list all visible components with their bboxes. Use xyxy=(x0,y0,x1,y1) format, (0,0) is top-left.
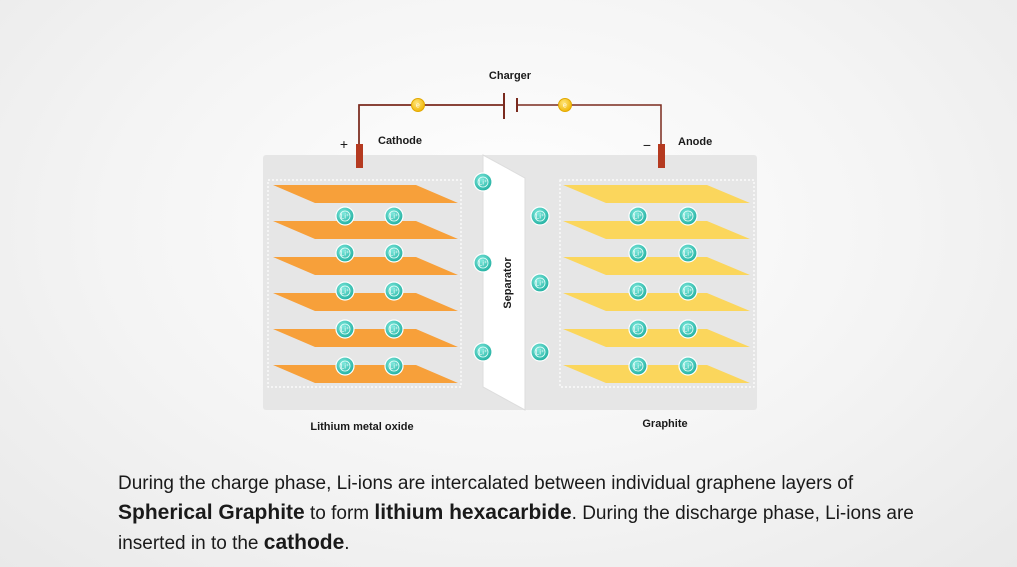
anode-electrode xyxy=(658,144,665,168)
li-ion: Li⁺ xyxy=(628,356,648,376)
svg-text:Li⁺: Li⁺ xyxy=(683,289,692,296)
cathode-layer xyxy=(273,329,458,347)
li-ion: Li⁺ xyxy=(384,206,404,226)
li-ion: Li⁺ xyxy=(384,319,404,339)
li-ion: Li⁺ xyxy=(335,281,355,301)
li-ion: Li⁺ xyxy=(335,206,355,226)
caption-text-3: . During the discharge phase, Li-ions ar… xyxy=(118,503,914,554)
svg-text:Li⁺: Li⁺ xyxy=(683,364,692,371)
li-ion: Li⁺ xyxy=(335,356,355,376)
anode-material-label: Graphite xyxy=(642,418,687,430)
anode-layer xyxy=(563,257,750,275)
plus-sign: + xyxy=(340,136,348,152)
li-ion: Li⁺ xyxy=(473,342,493,362)
li-ion: Li⁺ xyxy=(678,206,698,226)
svg-text:Li⁺: Li⁺ xyxy=(535,281,544,288)
cathode-layer xyxy=(273,257,458,275)
svg-text:Li⁺: Li⁺ xyxy=(633,364,642,371)
svg-text:Li⁺: Li⁺ xyxy=(389,364,398,371)
svg-text:Li⁺: Li⁺ xyxy=(683,327,692,334)
separator-label: Separator xyxy=(502,257,514,309)
li-ion: Li⁺ xyxy=(628,206,648,226)
cathode-layer xyxy=(273,365,458,383)
charger-wire-right xyxy=(517,104,662,144)
li-ion: Li⁺ xyxy=(678,243,698,263)
cathode-layer xyxy=(273,293,458,311)
anode-layer xyxy=(563,185,750,203)
svg-text:Li⁺: Li⁺ xyxy=(340,364,349,371)
svg-text:Li⁺: Li⁺ xyxy=(633,251,642,258)
svg-text:Li⁺: Li⁺ xyxy=(683,251,692,258)
svg-text:Li⁺: Li⁺ xyxy=(683,214,692,221)
anode-layer xyxy=(563,365,750,383)
svg-text:Li⁺: Li⁺ xyxy=(478,180,487,187)
svg-text:Li⁺: Li⁺ xyxy=(340,289,349,296)
li-ion: Li⁺ xyxy=(384,356,404,376)
svg-text:Li⁺: Li⁺ xyxy=(633,289,642,296)
svg-text:Li⁺: Li⁺ xyxy=(340,214,349,221)
cathode-layer xyxy=(273,185,458,203)
svg-text:e: e xyxy=(563,103,567,110)
svg-text:Li⁺: Li⁺ xyxy=(633,214,642,221)
svg-text:e: e xyxy=(416,103,420,110)
svg-text:Li⁺: Li⁺ xyxy=(389,214,398,221)
svg-text:Li⁺: Li⁺ xyxy=(340,251,349,258)
svg-text:Li⁺: Li⁺ xyxy=(535,214,544,221)
anode-label: Anode xyxy=(678,136,712,148)
li-ion: Li⁺ xyxy=(530,273,550,293)
svg-text:Li⁺: Li⁺ xyxy=(478,350,487,357)
li-ion: Li⁺ xyxy=(384,243,404,263)
li-ion: Li⁺ xyxy=(628,319,648,339)
caption-text-4: . xyxy=(344,533,350,554)
caption: During the charge phase, Li-ions are int… xyxy=(118,469,918,558)
anode-frame xyxy=(559,179,755,388)
li-ion: Li⁺ xyxy=(473,172,493,192)
li-ion: Li⁺ xyxy=(384,281,404,301)
li-ion: Li⁺ xyxy=(678,319,698,339)
caption-bold-cathode: cathode xyxy=(263,531,345,554)
li-ion: Li⁺ xyxy=(473,253,493,273)
electron-left: e xyxy=(411,98,425,112)
svg-text:Li⁺: Li⁺ xyxy=(389,289,398,296)
li-ion: Li⁺ xyxy=(335,319,355,339)
svg-text:Li⁺: Li⁺ xyxy=(340,327,349,334)
charger-label: Charger xyxy=(489,70,532,82)
anode-layers xyxy=(563,185,750,383)
separator xyxy=(482,154,526,411)
anode-layer xyxy=(563,329,750,347)
caption-text-2: to form xyxy=(304,503,375,524)
svg-text:Li⁺: Li⁺ xyxy=(633,327,642,334)
cathode-electrode xyxy=(356,144,363,168)
cathode-layers xyxy=(273,185,458,383)
caption-bold-spherical-graphite: Spherical Graphite xyxy=(118,501,305,524)
li-ion: Li⁺ xyxy=(530,206,550,226)
li-ion: Li⁺ xyxy=(678,281,698,301)
svg-text:Li⁺: Li⁺ xyxy=(535,350,544,357)
li-ion: Li⁺ xyxy=(678,356,698,376)
svg-text:Li⁺: Li⁺ xyxy=(478,261,487,268)
cathode-frame xyxy=(267,179,462,388)
anode-layer xyxy=(563,221,750,239)
cathode-material-label: Lithium metal oxide xyxy=(310,421,413,433)
li-ion: Li⁺ xyxy=(628,243,648,263)
caption-bold-lithium-hexacarbide: lithium hexacarbide xyxy=(374,501,572,524)
svg-text:Li⁺: Li⁺ xyxy=(389,251,398,258)
li-ion: Li⁺ xyxy=(530,342,550,362)
caption-text-1: During the charge phase, Li-ions are int… xyxy=(118,473,854,494)
li-ion: Li⁺ xyxy=(628,281,648,301)
minus-sign: − xyxy=(643,137,651,153)
charger-wire-left xyxy=(358,104,504,144)
svg-text:Li⁺: Li⁺ xyxy=(389,327,398,334)
anode-layer xyxy=(563,293,750,311)
electron-right: e xyxy=(558,98,572,112)
cathode-layer xyxy=(273,221,458,239)
li-ions: Li⁺ Li⁺ Li⁺ Li⁺ Li⁺ Li⁺ Li⁺ Li⁺ Li⁺ Li⁺ Li⁺ Li⁺ Li⁺ L… xyxy=(335,172,698,376)
li-ion: Li⁺ xyxy=(335,243,355,263)
cathode-label: Cathode xyxy=(378,135,422,147)
